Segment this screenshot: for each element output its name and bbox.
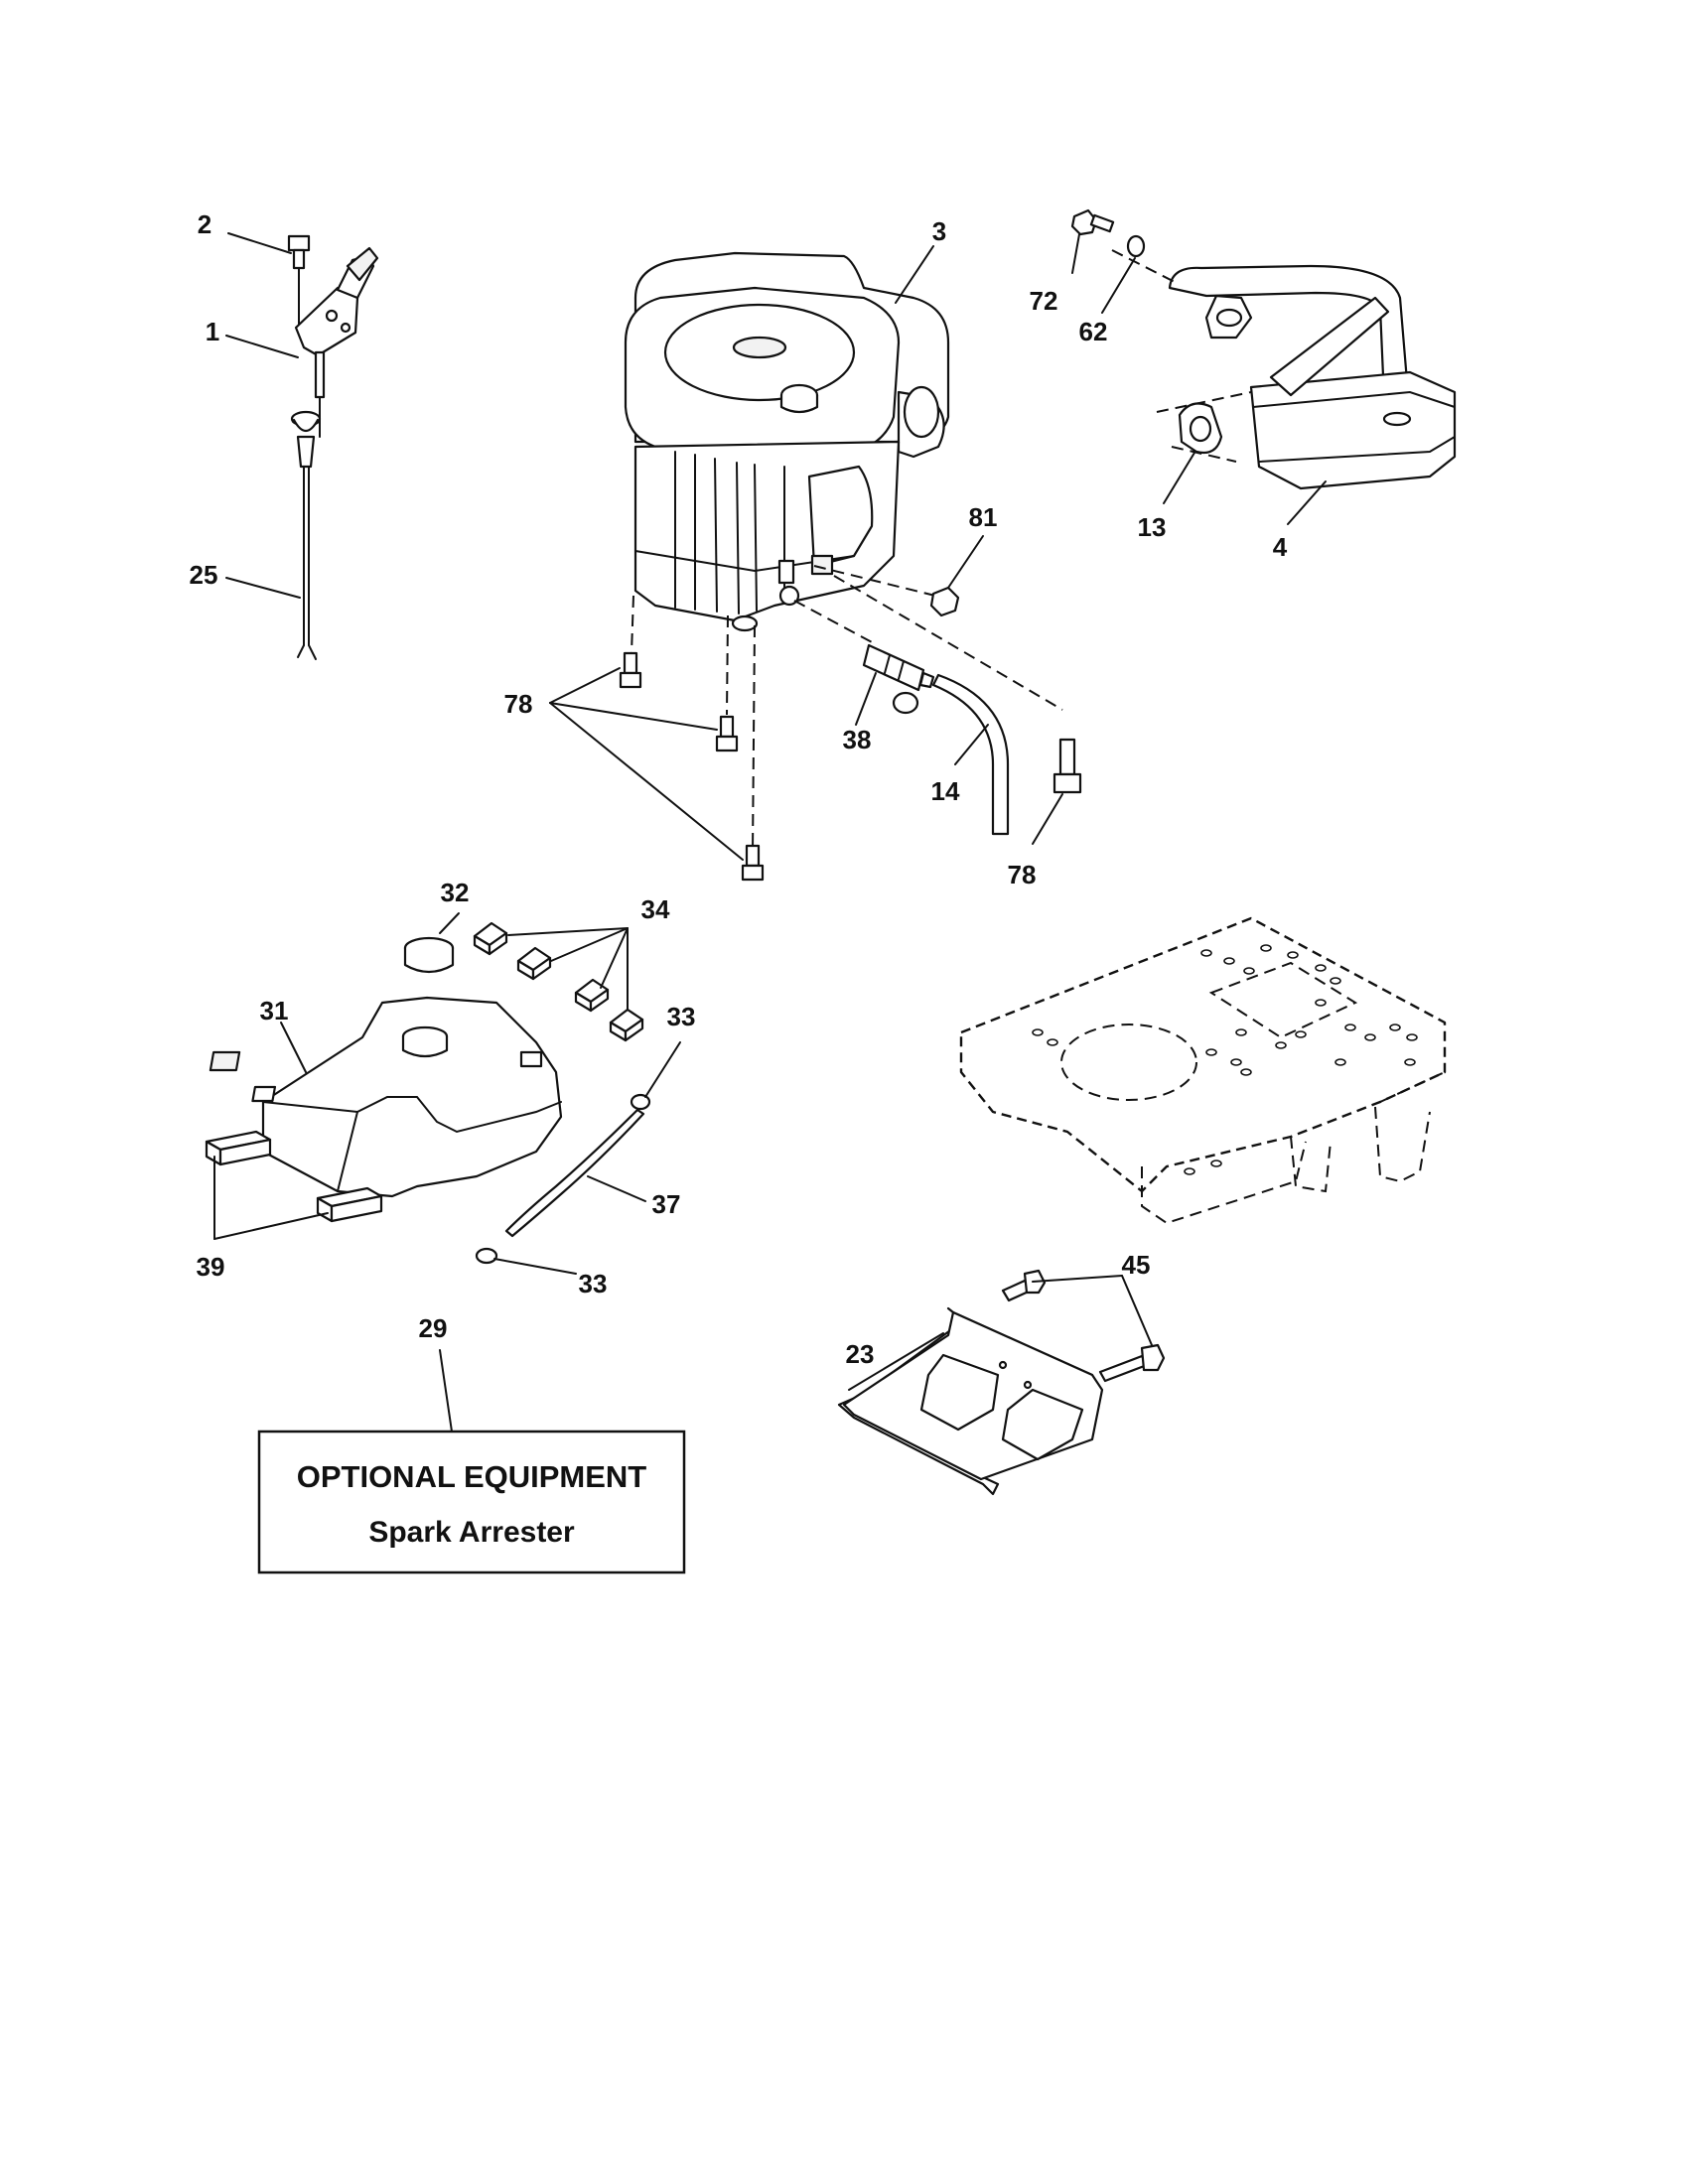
callout-33-top: 33 [667, 1002, 696, 1031]
clamp-33-bottom [475, 1247, 498, 1265]
throttle-lever-icon [287, 234, 379, 438]
bolt-78-a [619, 651, 642, 689]
gasket-13 [1178, 402, 1223, 455]
muffler-icon [1168, 264, 1457, 490]
fuel-tank-icon [209, 996, 563, 1198]
callout-39: 39 [197, 1252, 225, 1282]
callout-32: 32 [441, 878, 470, 907]
pads-34 [473, 921, 644, 1042]
bolt-45-a [1001, 1269, 1047, 1302]
pads-39 [205, 1130, 383, 1223]
callout-38: 38 [843, 725, 872, 754]
clamp-33-top [630, 1093, 651, 1111]
callout-3: 3 [932, 216, 946, 246]
callout-31: 31 [260, 996, 289, 1025]
bolt-45-b [1098, 1343, 1166, 1383]
callout-81: 81 [969, 502, 998, 532]
fuel-filter-38 [862, 643, 935, 715]
callout-14: 14 [931, 776, 960, 806]
heat-shield-icon [837, 1306, 1104, 1496]
callout-62: 62 [1079, 317, 1108, 346]
optional-equipment-title: OPTIONAL EQUIPMENT [297, 1459, 647, 1494]
callout-78-left: 78 [504, 689, 533, 719]
washer-62 [1126, 234, 1146, 258]
dipstick-icon [290, 410, 322, 660]
callout-34: 34 [641, 894, 670, 924]
callout-78-right: 78 [1008, 860, 1037, 889]
callout-29: 29 [419, 1313, 448, 1343]
callout-4: 4 [1273, 532, 1288, 562]
bolt-78-d [1052, 738, 1082, 794]
callout-72: 72 [1030, 286, 1058, 316]
callout-23: 23 [846, 1339, 875, 1369]
callout-37: 37 [652, 1189, 681, 1219]
fuel-hose-37 [504, 1108, 645, 1238]
bolt-78-c [741, 844, 765, 882]
fuel-line-14 [931, 673, 1010, 836]
screw-72 [1070, 208, 1115, 236]
optional-equipment-box [257, 1430, 686, 1574]
fuel-cap-32 [403, 936, 455, 974]
engine-icon [624, 251, 950, 632]
nut-81 [929, 586, 960, 617]
chassis-frame-icon [959, 916, 1447, 1225]
optional-equipment-subtitle: Spark Arrester [368, 1516, 575, 1549]
callout-2: 2 [198, 209, 211, 239]
callout-45: 45 [1122, 1250, 1151, 1280]
callout-33-bottom: 33 [579, 1269, 608, 1298]
leader-lines [213, 232, 1327, 1433]
callout-1: 1 [206, 317, 219, 346]
bolt-78-b [715, 715, 739, 752]
callout-25: 25 [190, 560, 218, 590]
callout-13: 13 [1138, 512, 1167, 542]
